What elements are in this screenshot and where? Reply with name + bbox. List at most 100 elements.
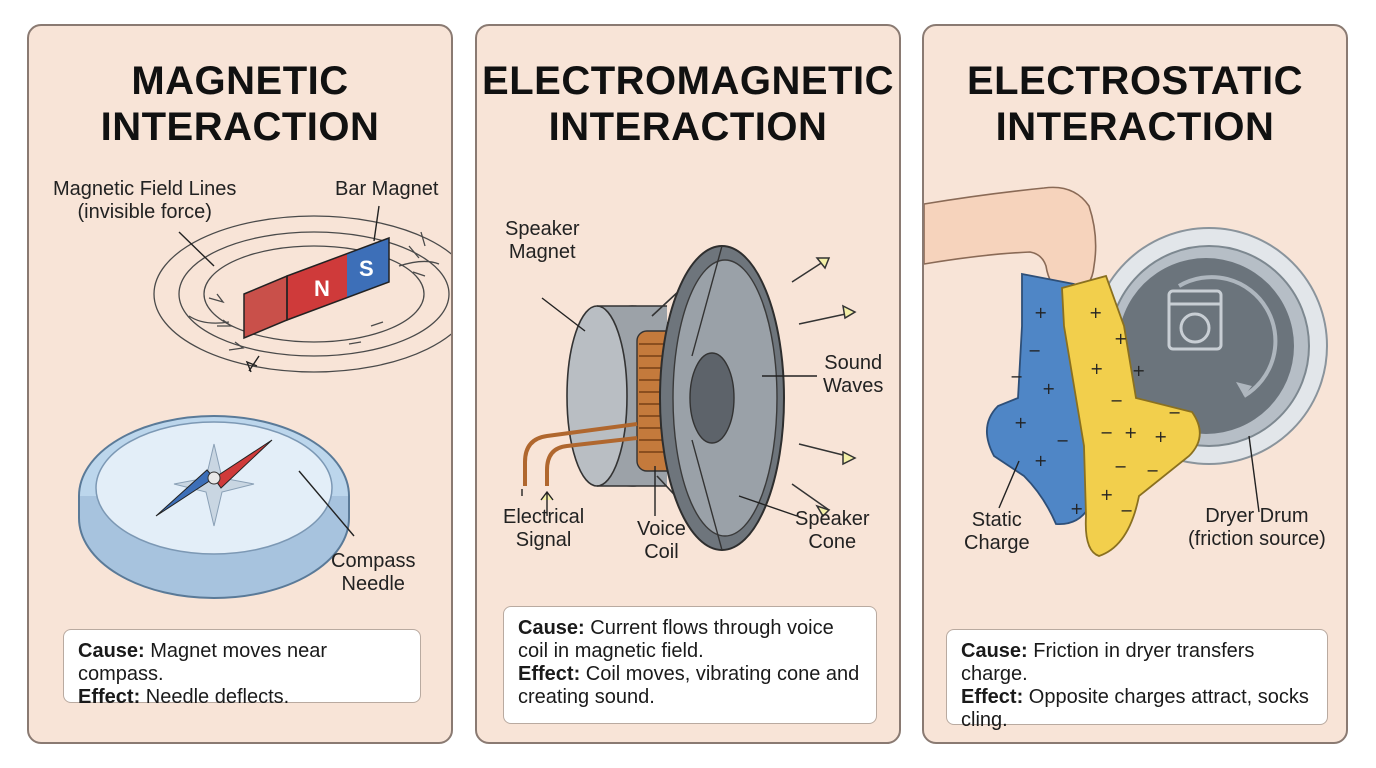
cause-label: Cause: bbox=[961, 640, 1028, 662]
cause-effect-box: Cause: Friction in dryer transfers charg… bbox=[946, 629, 1328, 731]
field-lines bbox=[153, 215, 451, 373]
title-line-1: ELECTROSTATIC bbox=[966, 59, 1304, 103]
svg-text:−: − bbox=[1056, 431, 1069, 450]
svg-text:−: − bbox=[1010, 367, 1023, 386]
panel-title: ELECTROSTATIC INTERACTION bbox=[924, 58, 1346, 150]
charge-signs: +− ++ +− +− ++ ++ −+ −+ −− +− − bbox=[1010, 303, 1181, 520]
svg-text:+: + bbox=[1132, 361, 1145, 380]
label-speaker-cone: Speaker Cone bbox=[795, 508, 870, 554]
effect-text: Opposite charges attract, socks cling. bbox=[961, 686, 1309, 731]
label-electrical-line-2: Signal bbox=[515, 529, 572, 551]
label-voice-coil-line-1: Voice bbox=[637, 518, 686, 540]
hand bbox=[924, 186, 1097, 297]
dryer-drum bbox=[1090, 227, 1328, 465]
label-dryer-drum-line-1: Dryer Drum bbox=[1205, 505, 1309, 527]
svg-text:−: − bbox=[1110, 391, 1123, 410]
effect-line: Effect: Coil moves, vibrating cone and c… bbox=[518, 663, 862, 709]
bar-magnet: N S bbox=[243, 236, 390, 340]
svg-text:+: + bbox=[1034, 303, 1047, 322]
leader-lines bbox=[521, 297, 817, 517]
label-field-lines-line-2: (invisible force) bbox=[77, 201, 212, 223]
svg-text:+: + bbox=[1014, 413, 1027, 432]
label-dryer-drum-line-2: (friction source) bbox=[1188, 528, 1326, 550]
svg-text:+: + bbox=[1042, 379, 1055, 398]
cause-label: Cause: bbox=[518, 617, 585, 639]
leader-lines bbox=[178, 205, 380, 537]
label-compass-line-2: Needle bbox=[341, 573, 405, 595]
effect-line: Effect: Needle deflects. bbox=[78, 686, 406, 709]
sound-wave-arrows bbox=[791, 257, 857, 518]
svg-text:+: + bbox=[1089, 303, 1102, 322]
effect-label: Effect: bbox=[961, 686, 1024, 708]
speaker-illustration bbox=[521, 245, 857, 551]
cause-line: Cause: Magnet moves near compass. bbox=[78, 640, 406, 686]
cause-text: Magnet moves near compass. bbox=[78, 640, 328, 685]
panel-magnetic: MAGNETIC INTERACTION bbox=[27, 24, 453, 744]
label-sound-waves: Sound Waves bbox=[823, 352, 883, 398]
panel-electromagnetic: ELECTROMAGNETIC INTERACTION bbox=[475, 24, 901, 744]
svg-text:+: + bbox=[1100, 485, 1113, 504]
electrostatic-illustration: +− ++ +− +− ++ ++ −+ −+ −− +− − bbox=[924, 186, 1328, 557]
effect-line: Effect: Opposite charges attract, socks … bbox=[961, 686, 1313, 732]
label-static-charge-line-2: Charge bbox=[964, 532, 1030, 554]
label-compass-line-1: Compass bbox=[331, 550, 416, 572]
label-compass-needle: Compass Needle bbox=[331, 550, 415, 596]
svg-text:+: + bbox=[1114, 329, 1127, 348]
svg-text:−: − bbox=[1028, 341, 1041, 360]
title-line-2: INTERACTION bbox=[100, 105, 380, 149]
svg-text:−: − bbox=[1120, 501, 1133, 520]
magnetic-illustration: N S bbox=[78, 205, 451, 599]
leader-lines bbox=[998, 435, 1260, 513]
label-field-lines-line-1: Magnetic Field Lines bbox=[53, 178, 237, 200]
label-electrical-line-1: Electrical bbox=[503, 506, 585, 528]
svg-text:+: + bbox=[1124, 423, 1137, 442]
effect-text: Coil moves, vibrating cone and creating … bbox=[518, 663, 860, 708]
cause-effect-box: Cause: Magnet moves near compass. Effect… bbox=[63, 629, 421, 708]
cause-line: Cause: Friction in dryer transfers charg… bbox=[961, 640, 1313, 686]
title-line-1: ELECTROMAGNETIC bbox=[482, 59, 894, 103]
label-speaker-cone-line-2: Cone bbox=[808, 531, 857, 553]
cause-text: Current flows through voice coil in magn… bbox=[518, 617, 834, 662]
yellow-sock bbox=[1061, 274, 1201, 557]
label-speaker-magnet-line-2: Magnet bbox=[508, 241, 576, 263]
label-field-lines: Magnetic Field Lines (invisible force) bbox=[53, 178, 236, 224]
label-bar-magnet: Bar Magnet bbox=[335, 178, 438, 201]
label-sound-waves-line-2: Waves bbox=[823, 375, 884, 397]
cause-effect-box: Cause: Current flows through voice coil … bbox=[503, 606, 877, 724]
cause-line: Cause: Current flows through voice coil … bbox=[518, 617, 862, 663]
svg-text:−: − bbox=[1114, 457, 1127, 476]
svg-text:+: + bbox=[1070, 499, 1083, 518]
title-line-1: MAGNETIC bbox=[131, 59, 349, 103]
panel-title: ELECTROMAGNETIC INTERACTION bbox=[477, 58, 899, 150]
washer-icon bbox=[1167, 289, 1223, 351]
cause-label: Cause: bbox=[78, 640, 145, 662]
label-speaker-cone-line-1: Speaker bbox=[795, 508, 870, 530]
label-sound-waves-line-1: Sound bbox=[824, 352, 883, 374]
cause-text: Friction in dryer transfers charge. bbox=[961, 640, 1255, 685]
svg-text:+: + bbox=[1034, 451, 1047, 470]
label-static-charge: Static Charge bbox=[964, 509, 1030, 555]
label-electrical-signal: Electrical Signal bbox=[503, 506, 584, 552]
signal-wires bbox=[523, 422, 638, 486]
effect-text: Needle deflects. bbox=[140, 686, 290, 708]
label-voice-coil: Voice Coil bbox=[637, 518, 686, 564]
label-dryer-drum: Dryer Drum (friction source) bbox=[1188, 505, 1326, 551]
panel-title: MAGNETIC INTERACTION bbox=[29, 58, 451, 150]
label-speaker-magnet-line-1: Speaker bbox=[505, 218, 580, 240]
speaker-cone bbox=[659, 245, 785, 551]
svg-text:−: − bbox=[1100, 423, 1113, 442]
svg-text:−: − bbox=[1146, 461, 1159, 480]
pole-n-text: N bbox=[314, 276, 330, 301]
effect-label: Effect: bbox=[78, 686, 141, 708]
svg-text:−: − bbox=[1168, 403, 1181, 422]
label-voice-coil-line-2: Coil bbox=[644, 541, 679, 563]
title-line-2: INTERACTION bbox=[995, 105, 1275, 149]
label-static-charge-line-1: Static bbox=[971, 509, 1022, 531]
label-bar-magnet-line-1: Bar Magnet bbox=[335, 178, 439, 200]
label-speaker-magnet: Speaker Magnet bbox=[505, 218, 580, 264]
panel-electrostatic: ELECTROSTATIC INTERACTION +− ++ bbox=[922, 24, 1348, 744]
svg-text:+: + bbox=[1090, 359, 1103, 378]
compass bbox=[78, 415, 350, 599]
effect-label: Effect: bbox=[518, 663, 581, 685]
title-line-2: INTERACTION bbox=[548, 105, 828, 149]
